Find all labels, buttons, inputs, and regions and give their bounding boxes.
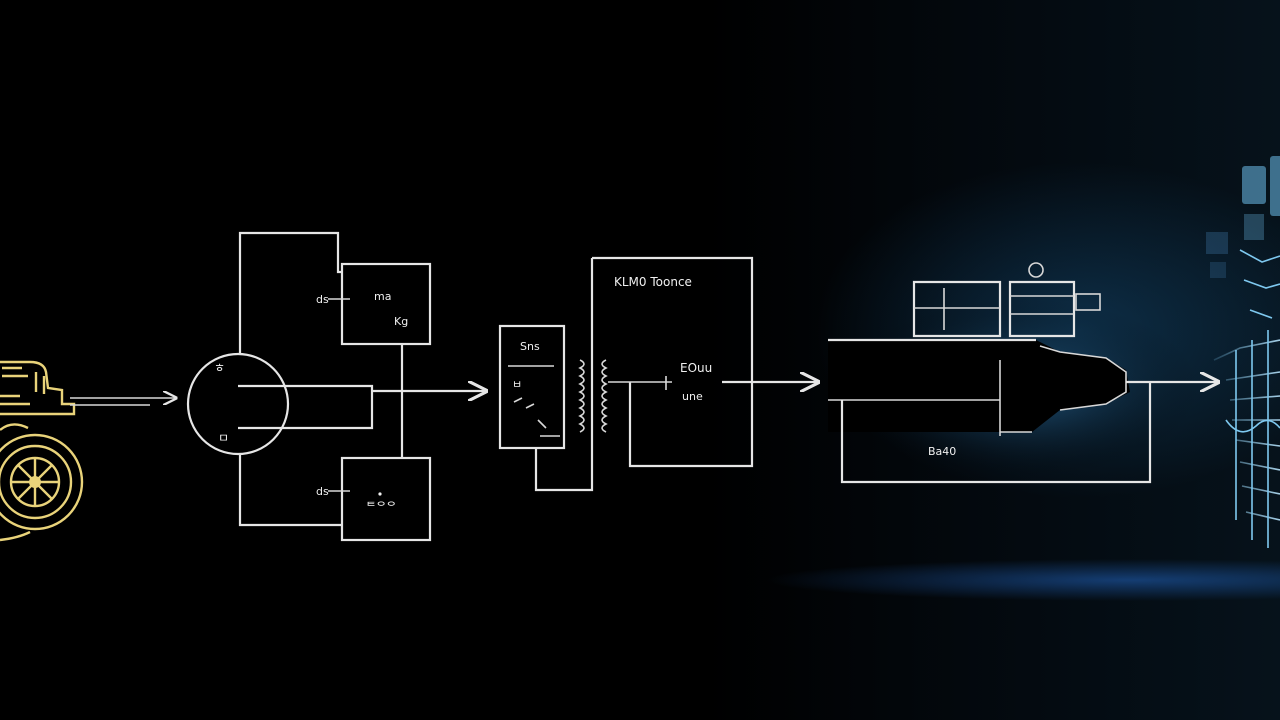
lower-block: ds ᄐᄋᄋ [316, 456, 432, 542]
upper-block-title: ma [374, 290, 391, 303]
summing-bottom-label: ㅁ [218, 431, 229, 445]
summing-top-label: ㅎ [214, 361, 225, 375]
sensor-block: Sns ㅂ [498, 324, 566, 450]
controller-block: KLM0 Toonce EOuu une [592, 256, 754, 468]
upper-feed-wire [238, 231, 342, 354]
controller-value: EOuu [680, 361, 712, 375]
lower-feed-wire [238, 454, 342, 527]
feedback-label: Ba40 [928, 445, 956, 458]
feedback-loop [840, 382, 1152, 484]
holographic-structure [1206, 156, 1280, 548]
sensor-return-wire [534, 258, 594, 492]
motor-illustration [828, 262, 1130, 436]
controller-subtitle: une [682, 390, 703, 403]
lower-block-input-label: ds [316, 485, 329, 498]
upper-block: ds ma Kg [316, 262, 432, 346]
controller-title: KLM0 Toonce [614, 275, 692, 289]
upper-block-subtitle: Kg [394, 315, 408, 328]
sensor-block-title: Sns [520, 340, 540, 353]
coil-icon [578, 359, 608, 433]
lower-block-title: ᄐᄋᄋ [366, 500, 396, 513]
engine-illustration [0, 360, 84, 542]
junction-bus [238, 384, 374, 430]
upper-block-input-label: ds [316, 293, 329, 306]
summing-junction: ㅎ ㅁ [186, 352, 290, 456]
sensor-block-symbol: ㅂ [512, 378, 522, 391]
